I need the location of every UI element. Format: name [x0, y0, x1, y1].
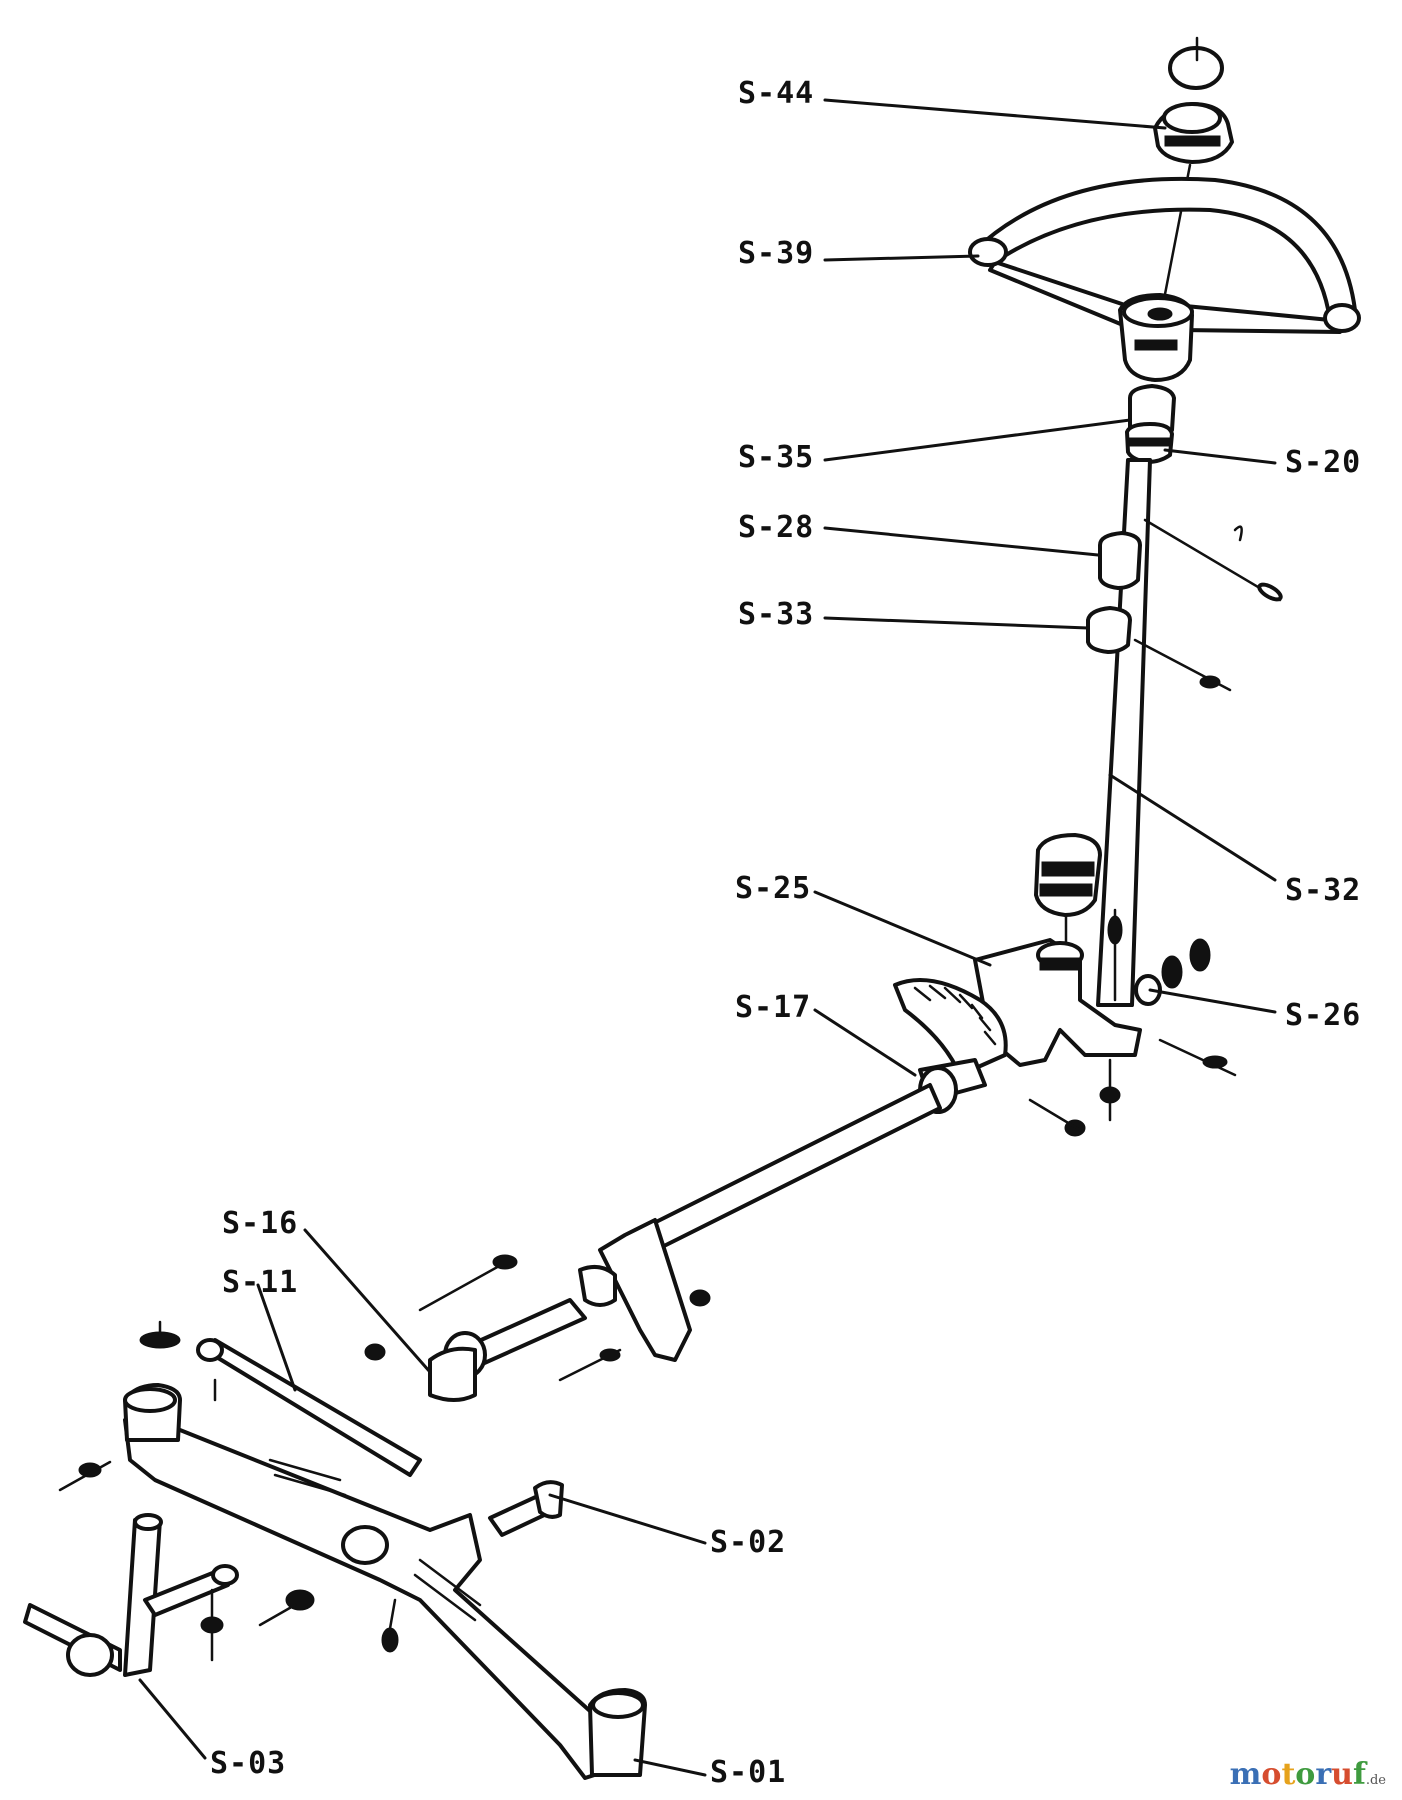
leader-s28 — [823, 526, 1100, 557]
leader-s32 — [1108, 773, 1277, 882]
leader-s39 — [823, 254, 980, 262]
steering-column — [1034, 458, 1152, 1007]
part-label-s32: S-32 — [1285, 873, 1361, 908]
part-label-s28: S-28 — [738, 510, 814, 545]
part-label-s03: S-03 — [210, 1746, 286, 1781]
part-labels: S-44 S-39 S-35 S-20 S-28 S-33 S-32 S-25 … — [210, 76, 1361, 1790]
watermark-letter: u — [1331, 1757, 1353, 1792]
leader-s44 — [823, 98, 1167, 130]
leader-s26 — [1148, 988, 1277, 1014]
pitman-arm — [364, 1218, 711, 1402]
part-label-s02: S-02 — [710, 1525, 786, 1560]
motoruf-watermark-logo: motoruf.de — [1230, 1757, 1386, 1792]
hub-nut — [1153, 102, 1234, 164]
part-label-s16: S-16 — [222, 1206, 298, 1241]
part-label-s26: S-26 — [1285, 998, 1361, 1033]
part-label-s25: S-25 — [735, 871, 811, 906]
watermark-letter: f — [1352, 1757, 1366, 1792]
leader-s33 — [823, 616, 1090, 630]
spindle — [23, 1513, 399, 1677]
leader-s20 — [1163, 448, 1277, 465]
leader-s03 — [138, 1678, 207, 1760]
leader-s25 — [813, 890, 992, 967]
part-label-s11: S-11 — [222, 1265, 298, 1300]
watermark-letter: t — [1281, 1757, 1296, 1792]
leader-lines — [138, 98, 1277, 1777]
leader-s02 — [548, 1493, 707, 1545]
leader-s17 — [813, 1008, 917, 1077]
watermark-letter: o — [1295, 1757, 1316, 1792]
part-label-s20: S-20 — [1285, 445, 1361, 480]
part-label-s17: S-17 — [735, 990, 811, 1025]
watermark-letter: r — [1315, 1757, 1332, 1792]
watermark-suffix: .de — [1365, 1773, 1386, 1788]
front-axle — [58, 1320, 647, 1780]
watermark-letter: o — [1261, 1757, 1282, 1792]
part-label-s44: S-44 — [738, 76, 814, 111]
part-label-s33: S-33 — [738, 597, 814, 632]
upper-collars — [1125, 384, 1176, 464]
leader-s11 — [256, 1283, 297, 1392]
leader-s35 — [823, 418, 1132, 462]
leader-s16 — [303, 1228, 432, 1374]
part-label-s01: S-01 — [710, 1755, 786, 1790]
part-label-s35: S-35 — [738, 440, 814, 475]
watermark-letter: m — [1229, 1757, 1262, 1792]
right-hardware — [1028, 908, 1237, 1137]
part-label-s39: S-39 — [738, 236, 814, 271]
steering-wheel — [968, 176, 1361, 382]
steering-box — [648, 938, 1142, 1250]
steering-assembly-drawing — [23, 36, 1361, 1780]
horn-cap — [1168, 36, 1224, 90]
leader-s01 — [633, 1758, 707, 1777]
column-pins — [1133, 518, 1283, 692]
